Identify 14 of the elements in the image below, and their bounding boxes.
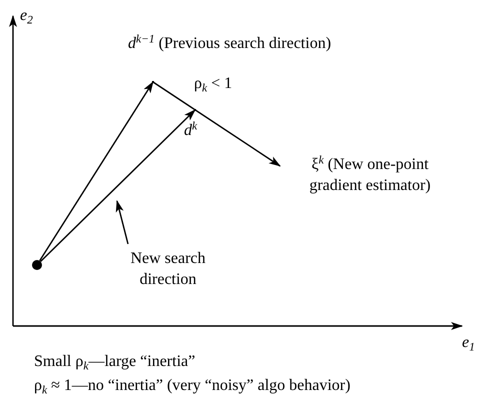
- vector-arrow: [40, 109, 196, 262]
- note-text: Small ρ$_{k}$—large “inertia”: [34, 352, 196, 372]
- axis-label: e$_{2}$: [20, 6, 33, 26]
- vector-arrow: [152, 81, 281, 167]
- annotation-text: ξ$^{k}$ (New one-point gradient estimator): [308, 154, 432, 196]
- origin-dot: [32, 260, 42, 270]
- axis-label: e$_{1}$: [462, 333, 475, 353]
- annotation-text: New search direction: [129, 249, 207, 290]
- vector-label: d$^{k}$: [184, 121, 198, 141]
- parameter-label: ρ$_{k}$ < 1: [194, 74, 232, 94]
- leader-line: [116, 200, 129, 244]
- vector-label: d$^{k−1}$ (Previous search direction): [128, 34, 332, 54]
- vector-arrow: [39, 81, 154, 262]
- note-text: ρ$_{k}$ ≈ 1—no “inertia” (very “noisy” algo behavior): [34, 376, 350, 396]
